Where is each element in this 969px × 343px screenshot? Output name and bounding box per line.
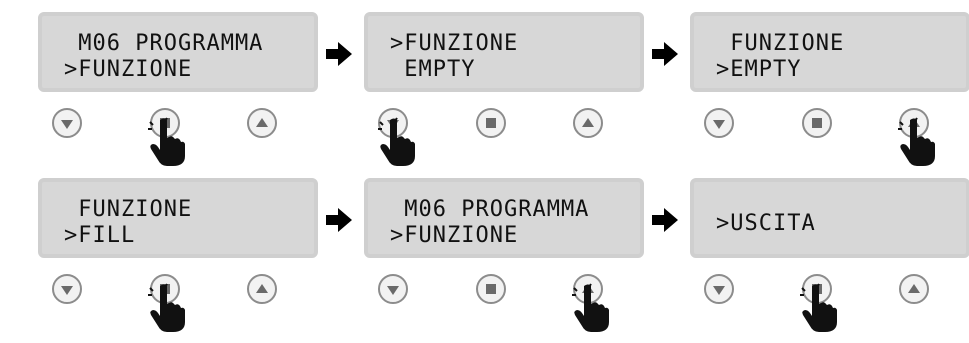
square-icon [486,284,496,294]
lcd-line-2: >USCITA [716,211,816,236]
up-button[interactable] [247,108,277,138]
down-button[interactable] [52,108,82,138]
ok-button[interactable] [476,108,506,138]
step-2: >FUNZIONE EMPTY [364,12,654,174]
lcd-line-1: >FUNZIONE [390,31,519,56]
hand-pointer-icon [148,117,185,166]
square-icon [812,118,822,128]
triangle-up-icon [582,117,594,127]
hand-pointer-icon [378,117,415,166]
lcd-display: FUNZIONE >EMPTY [690,12,969,92]
lcd-line-1: FUNZIONE [64,197,193,222]
square-icon [486,118,496,128]
arrow-right-icon [652,208,678,232]
lcd-display: >FUNZIONE EMPTY [364,12,644,92]
down-button[interactable] [52,274,82,304]
ok-button[interactable] [476,274,506,304]
lcd-line-1: M06 PROGRAMMA [390,197,590,222]
lcd-line-1: M06 PROGRAMMA [64,31,264,56]
step-6: >USCITA [690,178,969,340]
hand-pointer-icon [148,283,185,332]
lcd-line-2: >EMPTY [716,57,802,82]
lcd-line-2: >FUNZIONE [390,223,519,248]
up-button[interactable] [573,108,603,138]
lcd-display: M06 PROGRAMMA >FUNZIONE [38,12,318,92]
step-4: FUNZIONE >FILL [38,178,328,340]
lcd-display: FUNZIONE >FILL [38,178,318,258]
hand-pointer-icon [898,117,935,166]
triangle-down-icon [61,285,73,295]
lcd-line-2: >FUNZIONE [64,57,193,82]
triangle-down-icon [61,119,73,129]
arrow-right-icon [652,42,678,66]
lcd-line-1: FUNZIONE [716,31,845,56]
triangle-down-icon [713,119,725,129]
triangle-up-icon [256,283,268,293]
lcd-line-2: >FILL [64,223,136,248]
arrow-right-icon [326,208,352,232]
down-button[interactable] [378,274,408,304]
step-3: FUNZIONE >EMPTY [690,12,969,174]
arrow-right-icon [326,42,352,66]
triangle-up-icon [908,283,920,293]
lcd-display: >USCITA [690,178,969,258]
triangle-down-icon [387,285,399,295]
triangle-up-icon [256,117,268,127]
up-button[interactable] [899,274,929,304]
ok-button[interactable] [802,108,832,138]
lcd-display: M06 PROGRAMMA >FUNZIONE [364,178,644,258]
lcd-line-2: EMPTY [390,57,476,82]
up-button[interactable] [247,274,277,304]
step-5: M06 PROGRAMMA >FUNZIONE [364,178,654,340]
hand-pointer-icon [572,283,609,332]
step-1: M06 PROGRAMMA >FUNZIONE [38,12,328,174]
down-button[interactable] [704,274,734,304]
triangle-down-icon [713,285,725,295]
hand-pointer-icon [800,283,837,332]
down-button[interactable] [704,108,734,138]
